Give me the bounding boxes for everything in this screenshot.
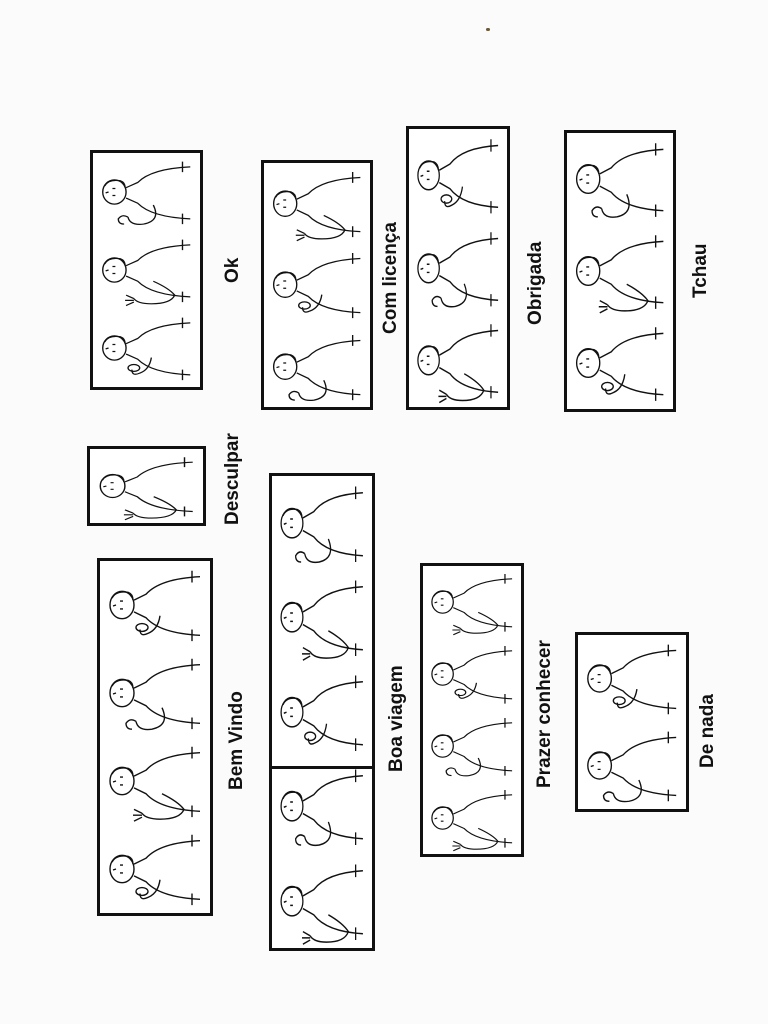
signer-figure xyxy=(93,309,200,387)
signer-figure xyxy=(272,665,372,759)
sign-panel-desculpar xyxy=(87,446,206,526)
signer-figure xyxy=(100,561,210,649)
signer-figure-icon xyxy=(431,790,513,852)
signer-figure-icon xyxy=(102,161,191,225)
signer-figure-icon xyxy=(280,864,363,945)
signer-figure xyxy=(423,566,521,638)
sign-panel-obrigada xyxy=(406,126,510,410)
signer-figure-icon xyxy=(587,731,677,803)
sign-panel-bem-vindo xyxy=(97,558,213,916)
signer-figure-icon xyxy=(575,327,664,401)
signer-figure xyxy=(578,722,686,809)
signer-figure xyxy=(578,635,686,722)
panel-divider xyxy=(272,765,372,769)
signer-figure xyxy=(409,314,507,407)
signer-figure-icon xyxy=(417,139,499,214)
signer-figure xyxy=(93,231,200,309)
signer-figure-icon xyxy=(417,231,499,308)
signer-figure-icon xyxy=(109,746,201,822)
paper-speck xyxy=(486,28,490,31)
signer-figure xyxy=(423,782,521,854)
sign-panel-boa-viagem xyxy=(269,473,375,951)
signer-figure-icon xyxy=(109,834,201,906)
signer-figure-icon xyxy=(280,580,363,662)
sign-label-desculpar: Desculpar xyxy=(222,433,243,525)
signer-figure xyxy=(567,225,673,317)
signer-figure xyxy=(100,737,210,825)
signer-figure-icon xyxy=(417,324,499,404)
signer-figure xyxy=(264,326,370,407)
signer-figure xyxy=(100,825,210,913)
signer-figure xyxy=(264,163,370,244)
signer-figure xyxy=(90,449,203,523)
signer-figure-icon xyxy=(575,143,664,218)
signer-figure xyxy=(264,244,370,325)
signer-figure-icon xyxy=(587,644,677,715)
signer-figure xyxy=(423,710,521,782)
sign-label-com-licenca: Com licença xyxy=(380,222,401,334)
sign-label-bem-vindo: Bem Vindo xyxy=(226,691,247,790)
sign-label-tchau: Tchau xyxy=(690,243,711,298)
signer-figure xyxy=(272,476,372,570)
signer-figure-icon xyxy=(431,646,513,704)
signer-figure-icon xyxy=(102,317,191,381)
signer-figure-icon xyxy=(272,334,361,401)
signer-figure-icon xyxy=(272,172,361,242)
signer-figure-icon xyxy=(280,486,363,564)
sign-label-obrigada: Obrigada xyxy=(525,241,546,325)
sign-panel-prazer-conhecer xyxy=(420,563,524,857)
sign-panel-com-licenca xyxy=(261,160,373,410)
signer-figure-icon xyxy=(99,457,193,521)
signer-figure xyxy=(567,133,673,225)
signer-figure-icon xyxy=(280,675,363,751)
signer-figure xyxy=(567,317,673,409)
signer-figure xyxy=(423,638,521,710)
sign-label-prazer-conhecer: Prazer conhecer xyxy=(534,640,555,788)
sign-label-de-nada: De nada xyxy=(697,694,718,768)
signer-figure-icon xyxy=(109,570,201,642)
signer-figure-icon xyxy=(280,769,363,847)
signer-figure-icon xyxy=(102,239,191,307)
signer-figure-icon xyxy=(575,235,664,314)
signer-figure xyxy=(272,570,372,664)
signer-figure-icon xyxy=(431,718,513,777)
signer-figure xyxy=(409,129,507,222)
signer-figure xyxy=(272,759,372,853)
signer-figure xyxy=(100,649,210,737)
sign-panel-de-nada xyxy=(575,632,689,812)
sign-label-boa-viagem: Boa viagem xyxy=(386,665,407,772)
sign-panel-ok xyxy=(90,150,203,390)
signer-figure-icon xyxy=(109,658,201,731)
signer-figure xyxy=(272,854,372,948)
sign-label-ok: Ok xyxy=(222,257,243,283)
signer-figure xyxy=(93,153,200,231)
sign-panel-tchau xyxy=(564,130,676,412)
signer-figure-icon xyxy=(272,253,361,319)
signer-figure-icon xyxy=(431,574,513,636)
signer-figure xyxy=(409,222,507,315)
